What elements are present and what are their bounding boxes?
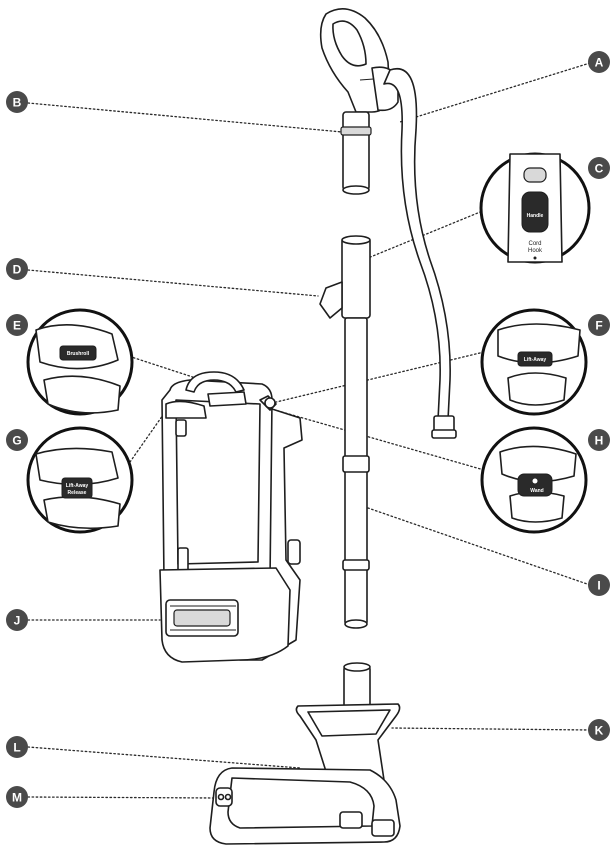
leader-a — [399, 62, 591, 123]
label-d: D — [6, 258, 28, 280]
label-i: I — [588, 574, 610, 596]
inset-h-wand: Wand — [480, 426, 588, 534]
release-label-2: Release — [68, 490, 87, 496]
brushroll-button[interactable] — [59, 345, 97, 361]
handle-release-button[interactable] — [521, 191, 549, 233]
label-m-text: M — [12, 791, 22, 805]
lift-away-release-button[interactable] — [61, 477, 93, 499]
label-l-text: L — [13, 741, 20, 755]
label-b: B — [6, 91, 28, 113]
label-k-text: K — [595, 724, 604, 738]
inset-c-handle-button: Handle Cord Hook — [479, 152, 591, 264]
label-f-text: F — [595, 319, 602, 333]
leader-c — [367, 209, 486, 259]
inset-f-lift-away: Lift-Away — [480, 308, 588, 416]
inset-g-release: Lift-Away Release — [26, 426, 134, 534]
label-h-text: H — [595, 434, 604, 448]
label-m: M — [6, 786, 28, 808]
leader-h — [267, 407, 485, 471]
label-d-text: D — [13, 263, 22, 277]
handle — [319, 8, 399, 195]
handle-button-label: Handle — [527, 213, 544, 219]
floor-nozzle — [209, 662, 401, 845]
leader-l — [27, 746, 301, 769]
label-j: J — [6, 609, 28, 631]
label-f: F — [588, 314, 610, 336]
wand — [319, 235, 371, 629]
label-a: A — [588, 51, 610, 73]
label-c-text: C — [595, 162, 604, 176]
label-c: C — [588, 157, 610, 179]
label-e: E — [6, 314, 28, 336]
handle-release-ring — [340, 126, 372, 136]
leader-f — [267, 351, 485, 405]
label-b-text: B — [13, 96, 22, 110]
leader-b — [27, 102, 343, 133]
lift-away-button[interactable] — [517, 351, 553, 367]
lift-away-pod — [159, 371, 303, 663]
cord-hook-label-2: Hook — [528, 248, 543, 254]
leader-m — [27, 796, 217, 799]
label-h: H — [588, 429, 610, 451]
label-e-text: E — [13, 319, 21, 333]
label-k: K — [588, 719, 610, 741]
brushroll-label: Brushroll — [67, 351, 90, 357]
hose — [383, 68, 457, 439]
label-a-text: A — [595, 56, 604, 70]
leader-d — [27, 269, 319, 297]
cord-hook-label-1: Cord — [528, 241, 541, 247]
leader-k — [391, 727, 591, 731]
label-l: L — [6, 736, 28, 758]
label-j-text: J — [14, 614, 21, 628]
wand-handle-tube — [342, 111, 370, 191]
label-g-text: G — [12, 434, 21, 448]
label-i-text: I — [597, 579, 600, 593]
wand-lock-band — [342, 455, 370, 473]
wand-label: Wand — [530, 488, 543, 494]
inset-e-brushroll: Brushroll — [26, 308, 134, 416]
wand-release-button[interactable] — [517, 473, 553, 497]
wand-accessory-clip — [319, 281, 343, 319]
release-label-1: Lift-Away — [66, 483, 89, 489]
lift-away-label: Lift-Away — [524, 357, 547, 363]
label-g: G — [6, 429, 28, 451]
wand-upper — [341, 237, 371, 319]
